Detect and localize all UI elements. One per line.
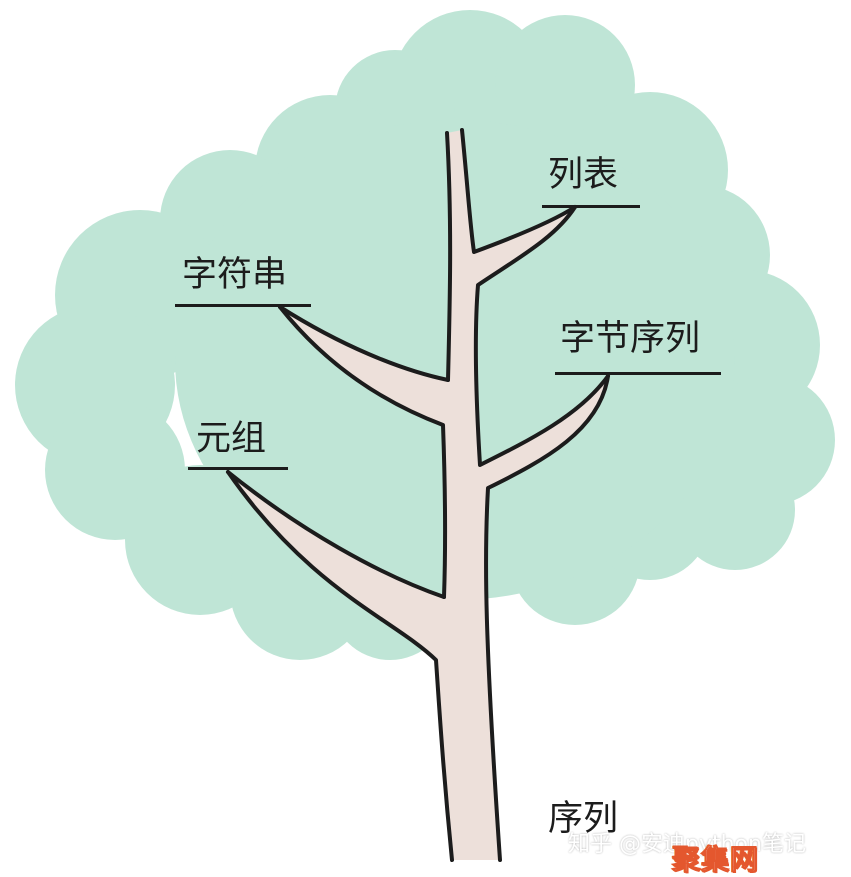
branch-label-tuple: 元组 xyxy=(196,419,267,459)
branch-label-list-underline xyxy=(542,205,640,208)
tree-canopy xyxy=(15,10,835,660)
branch-label-list: 列表 xyxy=(548,155,619,195)
root-label-sequence: 序列 xyxy=(548,799,619,839)
branch-label-tuple-underline xyxy=(188,467,288,470)
branch-outlines xyxy=(226,128,610,862)
branch-label-bytes: 字节序列 xyxy=(560,319,701,359)
branch-label-bytes-underline xyxy=(555,372,721,375)
branch-label-string-underline xyxy=(175,304,311,307)
site-logo: 聚集网 xyxy=(671,843,760,877)
watermark-text: 知乎 @安迪python笔记 xyxy=(568,832,806,857)
branch-label-string: 字符串 xyxy=(182,255,288,295)
